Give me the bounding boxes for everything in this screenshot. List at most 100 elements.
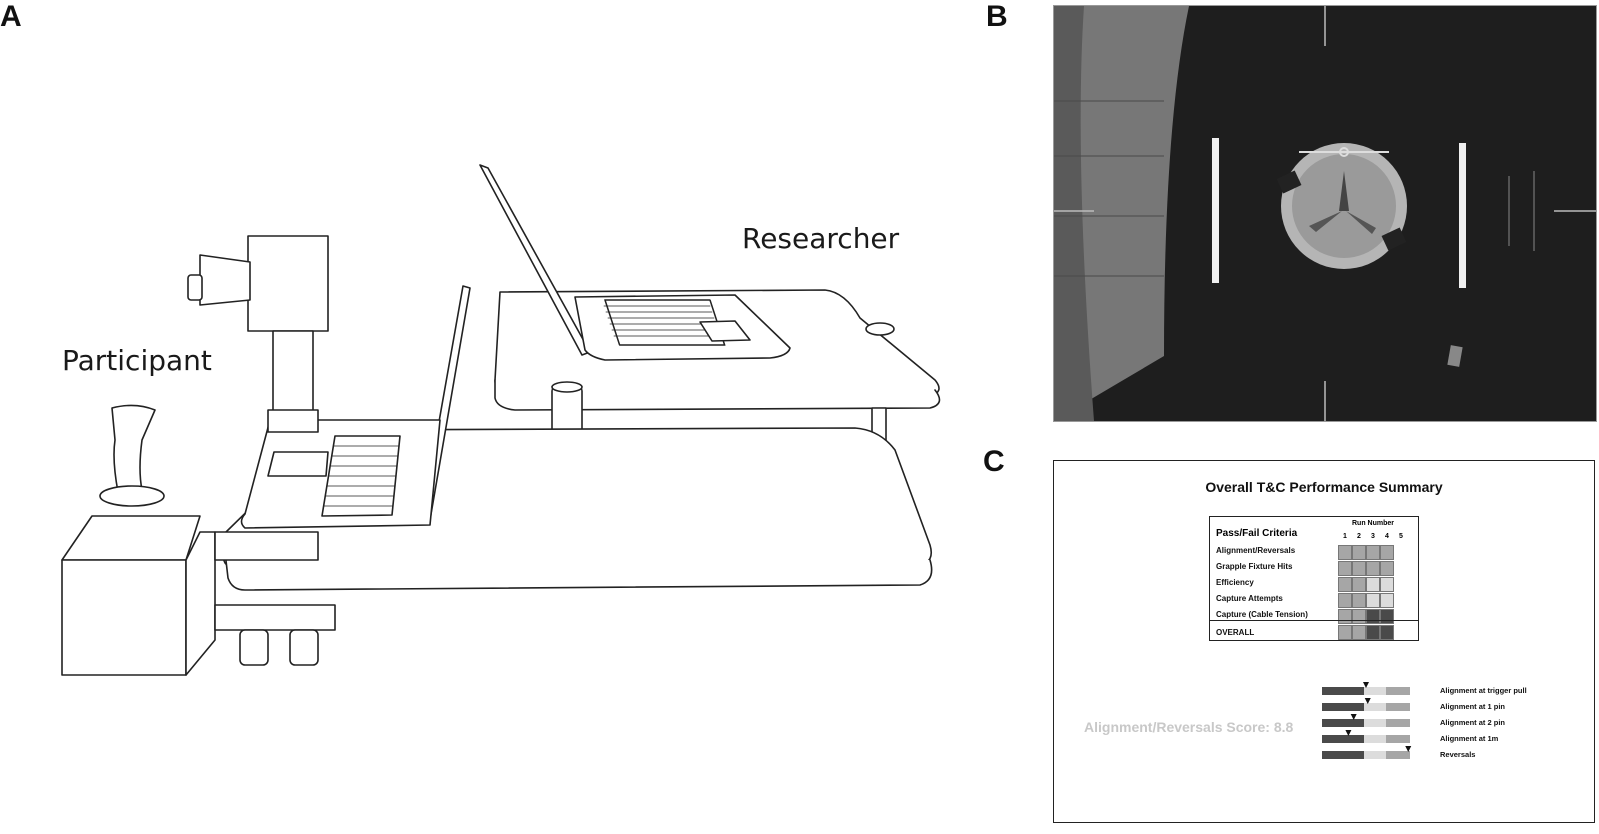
criteria-label: Grapple Fixture Hits xyxy=(1216,562,1293,571)
grid-cell xyxy=(1338,561,1352,576)
joystick-box-front xyxy=(61,559,187,676)
camera-view-image xyxy=(1054,6,1596,421)
lower-table-edge xyxy=(224,551,933,591)
run-number-1: 1 xyxy=(1343,533,1347,540)
grid-cell xyxy=(1352,593,1366,608)
center-pillar-top xyxy=(551,381,583,393)
joystick-collar xyxy=(99,485,165,507)
overall-label: OVERALL xyxy=(1216,628,1255,637)
metric-label: Alignment at 2 pin xyxy=(1440,718,1506,727)
overall-divider xyxy=(1210,620,1418,621)
grid-cell xyxy=(1366,625,1380,640)
researcher-label: Researcher xyxy=(742,222,900,255)
joystick-box-top xyxy=(61,515,201,561)
workstation-drawing xyxy=(61,164,941,676)
grid-cell xyxy=(1394,561,1408,576)
station-module-shadow xyxy=(1054,6,1094,421)
metric-bar-segment xyxy=(1386,719,1410,727)
metric-bar-segment xyxy=(1364,687,1386,695)
controller-post xyxy=(272,330,314,422)
criteria-table: Pass/Fail Criteria Run Number 1 2 3 4 5 Alig… xyxy=(1209,516,1419,641)
metric-bar-segment xyxy=(1364,735,1386,743)
run-number-5: 5 xyxy=(1399,533,1403,540)
controller-knob xyxy=(187,274,203,301)
grid-cell xyxy=(1352,625,1366,640)
alignment-bar-left xyxy=(1212,138,1219,283)
metric-bar-segment xyxy=(1364,703,1386,711)
metric-label: Alignment at 1m xyxy=(1440,734,1499,743)
metric-bar-segment xyxy=(1322,687,1364,695)
criteria-label: Capture Attempts xyxy=(1216,594,1283,603)
grid-cell xyxy=(1366,545,1380,560)
grid-cell xyxy=(1380,545,1394,560)
grapple-pin xyxy=(1339,171,1349,211)
grid-cell xyxy=(1366,593,1380,608)
criteria-label: Alignment/Reversals xyxy=(1216,546,1296,555)
grid-cell xyxy=(1366,561,1380,576)
grid-cell xyxy=(1380,593,1394,608)
camera-view xyxy=(1053,5,1597,422)
grid-cell xyxy=(1338,593,1352,608)
metric-bar-segment xyxy=(1322,719,1364,727)
table-clamp xyxy=(214,531,319,561)
table-grommet xyxy=(865,322,895,336)
performance-summary-screen: Overall T&C Performance Summary Pass/Fai… xyxy=(1053,460,1595,823)
metric-marker xyxy=(1363,682,1369,688)
participant-label: Participant xyxy=(62,344,212,377)
metric-bar-segment xyxy=(1322,751,1364,759)
grid-cell xyxy=(1380,561,1394,576)
panel-letter-a: A xyxy=(0,0,22,33)
grid-cell xyxy=(1366,577,1380,592)
run-number-label: Run Number xyxy=(1352,520,1394,527)
controller-handle xyxy=(199,254,251,306)
grid-cell xyxy=(1380,577,1394,592)
grid-cell xyxy=(1394,577,1408,592)
criteria-label: Efficiency xyxy=(1216,578,1254,587)
researcher-keyboard-keys xyxy=(603,305,721,337)
metric-label: Alignment at 1 pin xyxy=(1440,702,1506,711)
metric-bars xyxy=(1322,682,1412,759)
metric-label: Reversals xyxy=(1440,750,1476,759)
grid-cell xyxy=(1394,545,1408,560)
controller-box xyxy=(247,235,329,332)
joystick-grip xyxy=(111,404,156,493)
metric-marker xyxy=(1350,714,1357,720)
clamp-bolt-right xyxy=(289,629,319,666)
participant-touchpad xyxy=(267,451,329,477)
metric-bar-segment xyxy=(1386,751,1410,759)
summary-title: Overall T&C Performance Summary xyxy=(1205,479,1443,495)
run-number-2: 2 xyxy=(1357,533,1361,540)
metric-bar-segment xyxy=(1386,687,1410,695)
score-text: Alignment/Reversals Score: 8.8 xyxy=(1084,719,1294,735)
alignment-bar-right xyxy=(1459,143,1466,288)
clamp-bolt-left xyxy=(239,629,269,666)
grid-cell xyxy=(1394,593,1408,608)
grid-cell xyxy=(1352,561,1366,576)
metric-marker xyxy=(1364,698,1371,704)
criteria-label: Capture (Cable Tension) xyxy=(1216,610,1308,619)
run-number-4: 4 xyxy=(1385,533,1389,540)
panel-letter-b: B xyxy=(986,0,1008,33)
metric-bar-segment xyxy=(1364,719,1386,727)
panel-letter-c: C xyxy=(983,445,1005,478)
station-module-edge xyxy=(1054,6,1189,421)
run-number-3: 3 xyxy=(1371,533,1375,540)
participant-keyboard-keys xyxy=(323,445,400,507)
grid-cell xyxy=(1338,545,1352,560)
criteria-header: Pass/Fail Criteria xyxy=(1216,528,1298,539)
metric-bar-segment xyxy=(1322,703,1364,711)
researcher-touchpad xyxy=(699,320,751,342)
grid-cell xyxy=(1394,625,1408,640)
grid-cell xyxy=(1352,577,1366,592)
metric-bar-segment xyxy=(1322,735,1364,743)
joystick-box-side xyxy=(185,531,216,676)
grid-cell xyxy=(1380,625,1394,640)
grid-cell xyxy=(1338,625,1352,640)
metric-bar-segment xyxy=(1386,735,1410,743)
controller-base-plate xyxy=(267,409,319,433)
upper-table-edge xyxy=(494,379,941,411)
grid-cell xyxy=(1338,577,1352,592)
clamp-bar xyxy=(214,604,336,631)
metric-bar-segment xyxy=(1364,751,1386,759)
grid-cell xyxy=(1352,545,1366,560)
